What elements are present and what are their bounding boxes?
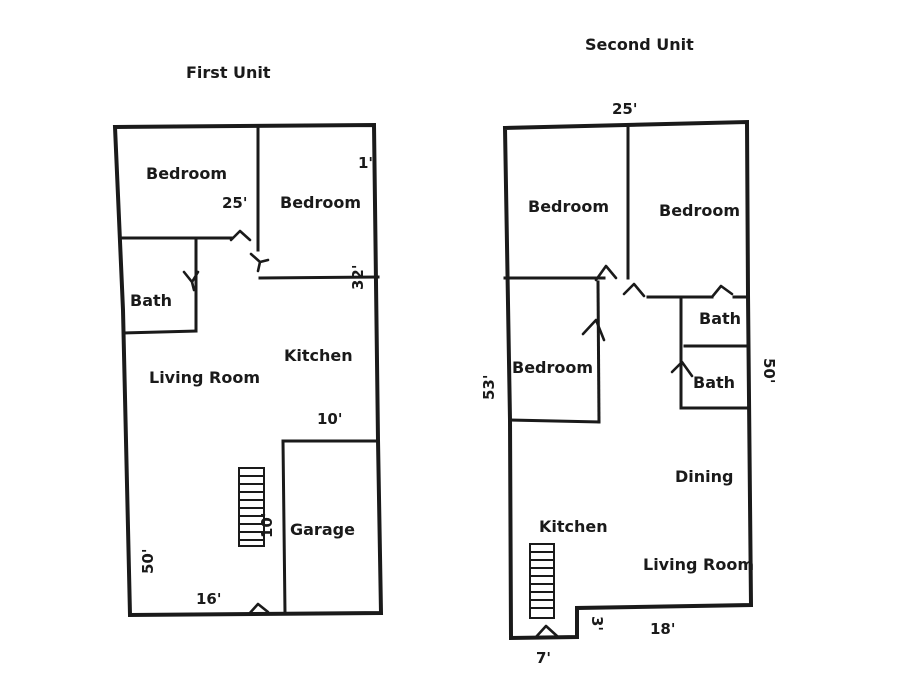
first-unit-door-bedroom2 (249, 252, 270, 273)
second-unit-stairs (529, 543, 555, 619)
second-unit-bedroom3-label: Bedroom (512, 358, 593, 377)
second-unit-bath1-label: Bath (699, 309, 741, 328)
second-unit-dim-7: 7' (536, 649, 551, 667)
first-unit-door-entry (247, 602, 270, 616)
first-unit-outer-wall (112, 122, 384, 618)
second-unit-door-bedroom3 (581, 318, 606, 342)
second-unit-bedroom2-label: Bedroom (659, 201, 740, 220)
second-unit-dim-50: 50' (760, 358, 778, 383)
first-unit-plan: First Unit Bedroom Bed (112, 63, 384, 618)
first-unit-dim-50: 50' (139, 549, 157, 574)
second-unit-dim-3: 3' (588, 616, 606, 631)
first-unit-bedroom1-label: Bedroom (146, 164, 227, 183)
second-unit-door-entry (534, 624, 559, 639)
first-unit-dim-1: 1' (358, 154, 373, 172)
first-unit-living-room-label: Living Room (149, 368, 260, 387)
first-unit-bath-label: Bath (130, 291, 172, 310)
second-unit-door-bath1 (710, 284, 734, 299)
second-unit-door-bedroom1 (594, 264, 618, 282)
first-unit-door-bedroom1 (229, 229, 252, 242)
first-unit-bath-bottom-wall (122, 329, 198, 335)
second-unit-dining-label: Dining (675, 467, 733, 486)
first-unit-bedroom2-bottom-wall (258, 275, 380, 280)
first-unit-dim-32: 32' (349, 265, 367, 290)
first-unit-dim-16: 16' (196, 590, 221, 608)
first-unit-dim-10: 10' (317, 410, 342, 428)
first-unit-garage-left-wall (281, 439, 287, 615)
second-unit-bedroom3-right-wall (596, 280, 601, 424)
second-unit-plan: Second Unit B (480, 35, 778, 667)
first-unit-garage-label: Garage (290, 520, 355, 539)
second-unit-bath2-label: Bath (693, 373, 735, 392)
second-unit-bedroom3-bottom-wall (508, 418, 601, 424)
first-unit-dim-stair-10: 10' (258, 513, 276, 538)
second-unit-kitchen-label: Kitchen (539, 517, 608, 536)
second-unit-dim-25: 25' (612, 100, 637, 118)
second-unit-dim-53: 53' (480, 375, 498, 400)
first-unit-door-bath (182, 270, 200, 292)
second-unit-outer-wall (502, 119, 754, 641)
first-unit-bedroom2-label: Bedroom (280, 193, 361, 212)
first-unit-kitchen-label: Kitchen (284, 346, 353, 365)
second-unit-bedroom1-label: Bedroom (528, 197, 609, 216)
second-unit-door-bedroom2 (622, 282, 646, 298)
second-unit-living-room-label: Living Room (643, 555, 754, 574)
first-unit-stairs (238, 467, 265, 547)
first-unit-title: First Unit (186, 63, 271, 82)
first-unit-dim-25: 25' (222, 194, 247, 212)
second-unit-title: Second Unit (585, 35, 694, 54)
second-unit-door-bath2 (670, 360, 694, 378)
second-unit-dim-18: 18' (650, 620, 675, 638)
